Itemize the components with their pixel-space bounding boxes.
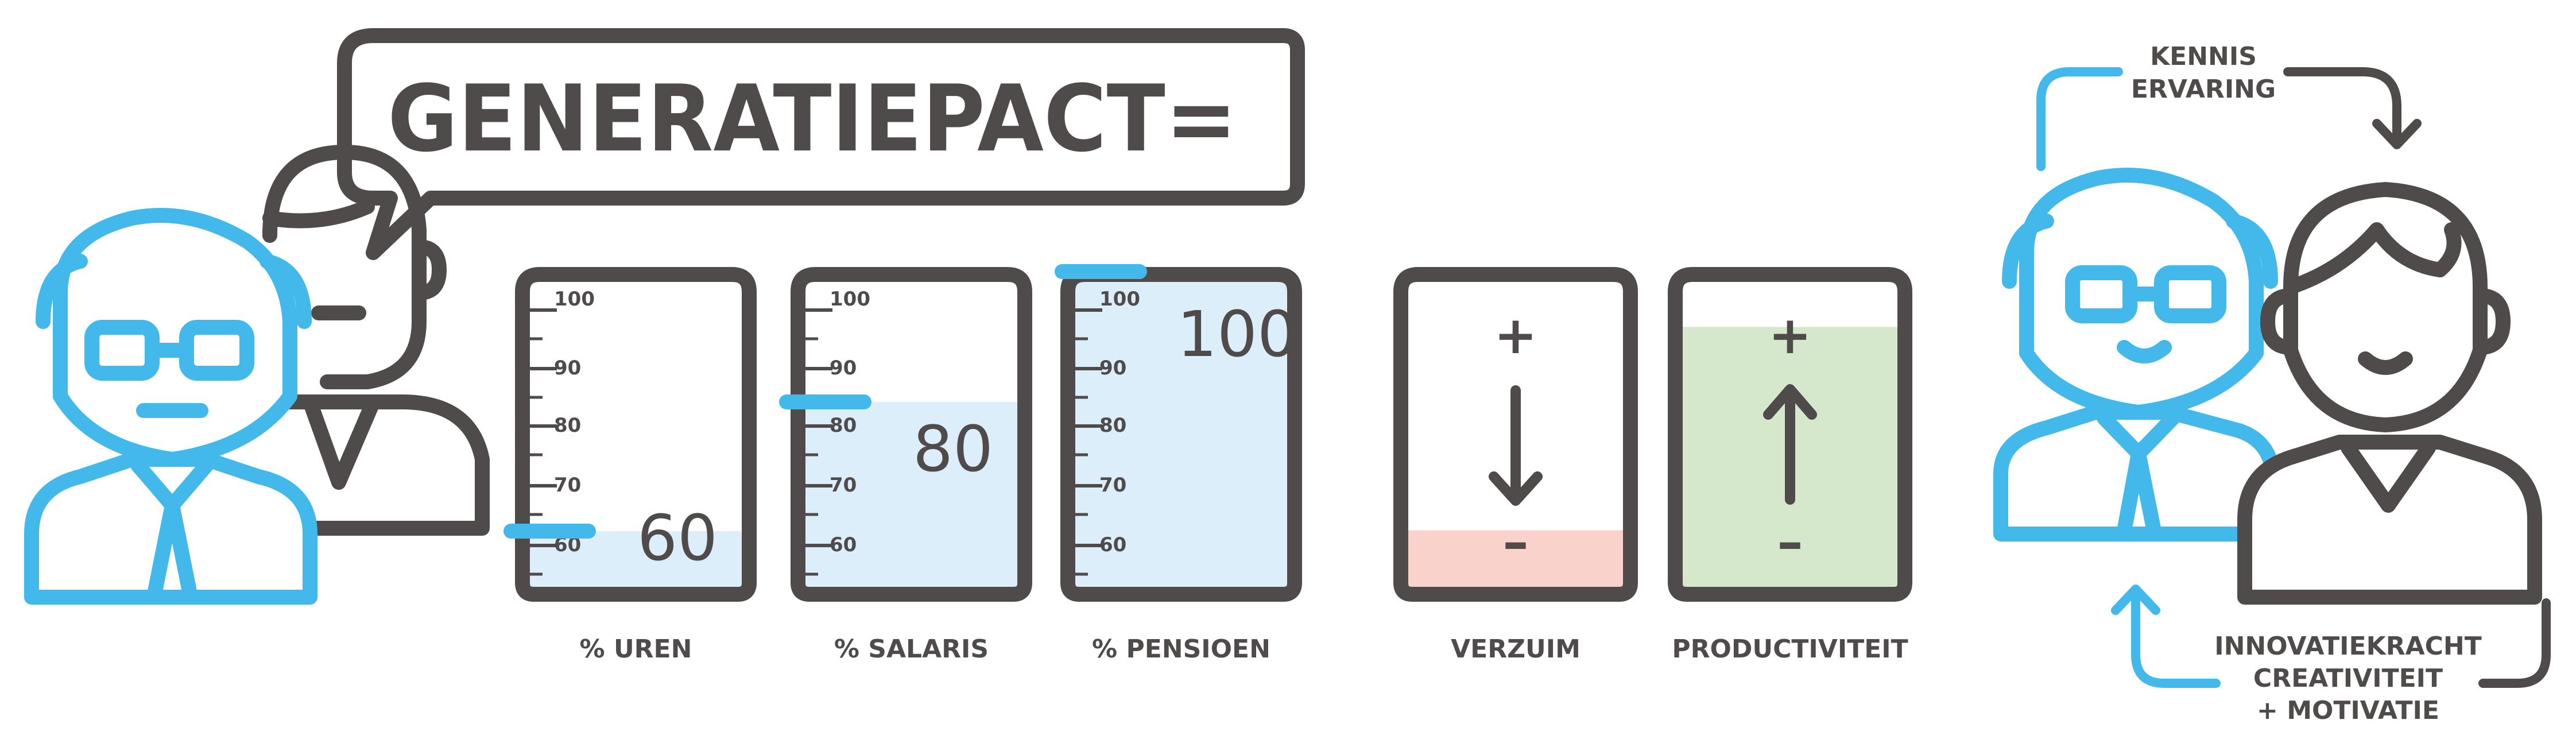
plus-sign: + [1494,305,1537,366]
meter-label: % UREN [580,634,692,664]
young-man-icon [262,145,490,536]
exchange-bottom-line-3: + MOTIVATIE [2257,696,2439,725]
indicator-label: VERZUIM [1451,634,1581,664]
meter-tick-label: 70 [1099,474,1126,497]
meter-tick-label: 80 [830,414,857,437]
meter-value: 60 [637,501,718,575]
page-title: GENERATIEPACT= [388,65,1237,172]
meter-tick-label: 100 [830,288,870,311]
plus-sign: + [1768,305,1811,366]
exchange-top-line-1: KENNIS [2150,42,2257,71]
meter-label: % PENSIOEN [1092,634,1270,664]
indicator-verzuim: + – VERZUIM [1393,267,1638,664]
blue-loop-arrow-bottom [2131,587,2221,688]
meter-tick-label: 100 [1099,288,1140,311]
blue-loop-arrow-top [2036,67,2123,171]
meter-tick-label: 80 [1099,414,1126,437]
meter-tick-label: 60 [1099,533,1126,556]
meter-liquid-fill [1068,274,1295,594]
meter-tick-label: 70 [554,474,581,497]
indicator-fill [1401,530,1630,594]
indicator-productiviteit: + – PRODUCTIVITEIT [1668,267,1912,664]
meter-tick-label: 60 [830,533,857,556]
indicator-label: PRODUCTIVITEIT [1672,634,1908,664]
speech-bubble: GENERATIEPACT= [337,28,1305,260]
minus-sign: – [1777,512,1803,572]
indicators: + – VERZUIM + – PRODUCTIVITEIT [1393,267,1912,664]
meter-frame [515,267,757,602]
meters: 100 90 80 70 60 60 % UREN 100 90 80 70 60 80 % SALARI… [503,264,1302,664]
meter-3: 100 90 80 70 60 100 % PENSIOEN [1055,264,1302,664]
old-man-icon [24,208,317,605]
meter-tick-label: 90 [1099,357,1126,380]
meter-value: 80 [913,412,993,486]
meter-value: 100 [1177,297,1297,371]
dark-loop-arrow-bottom [2478,598,2551,688]
meter-tick-label: 70 [830,474,857,497]
meter-label: % SALARIS [834,634,989,664]
indicator-frame [1668,267,1912,602]
exchange-bottom-line-1: INNOVATIEKRACHT [2214,632,2482,661]
arrow-up-icon [1763,384,1817,420]
indicator-frame [1393,267,1638,602]
old-man-icon-right [1993,168,2281,541]
exchange-top-line-2: ERVARING [2131,75,2276,104]
meter-frame [791,267,1032,602]
young-man-icon-right [2237,182,2542,605]
exchange-section: KENNIS ERVARING [1993,42,2551,725]
arrow-down-head-icon [2372,119,2422,149]
meter-tick-label: 80 [554,414,581,437]
arrow-up-head-icon [2111,585,2160,615]
meter-liquid-fill [798,402,1025,594]
meter-tick-label: 90 [554,357,581,380]
exchange-bottom-line-2: CREATIVITEIT [2253,664,2443,693]
meter-tick-label: 100 [554,288,595,311]
minus-sign: – [1503,512,1529,572]
meter-2: 100 90 80 70 60 80 % SALARIS [779,267,1032,664]
meter-liquid-fill [522,531,749,594]
meter-tick-label: 90 [830,357,857,380]
arrow-down-icon [1489,471,1543,506]
dark-arrow-top [2283,67,2401,148]
